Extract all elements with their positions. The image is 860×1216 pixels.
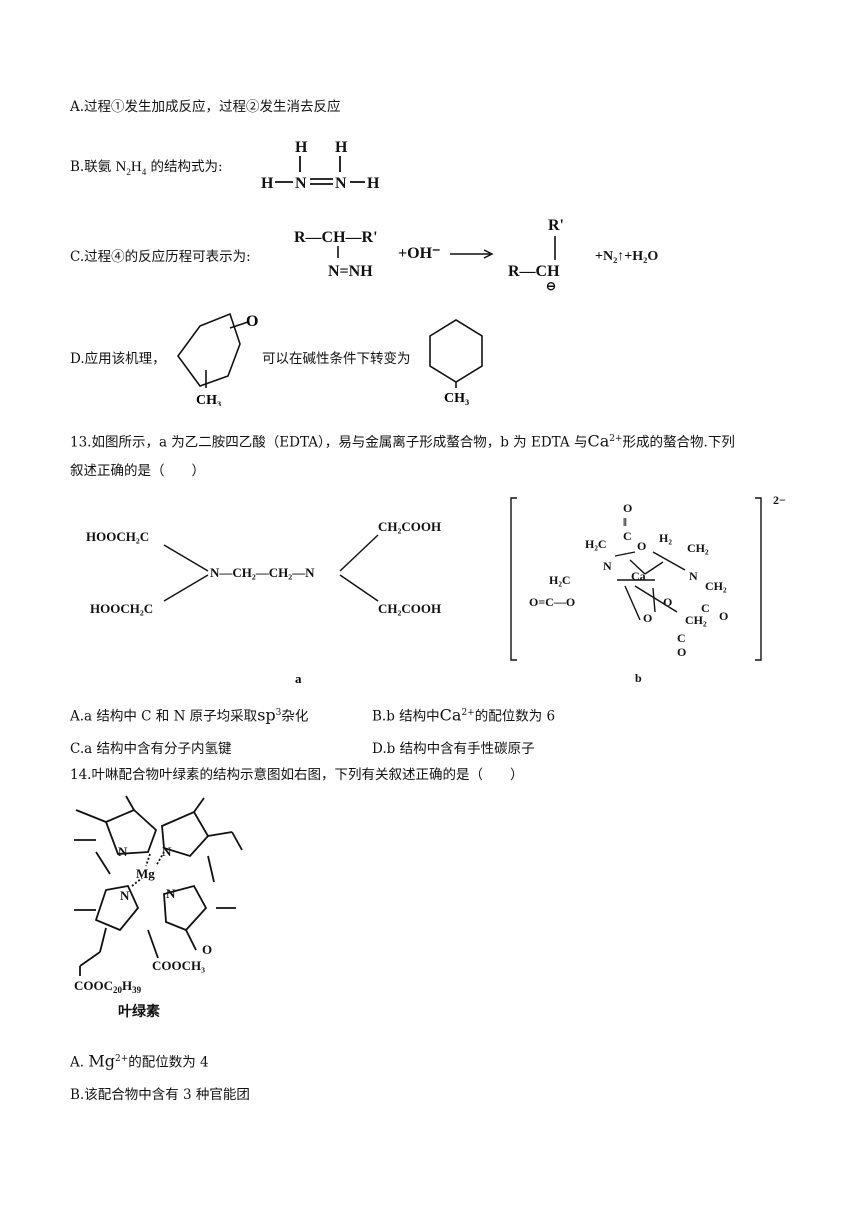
- svg-text:H: H: [295, 139, 308, 156]
- q12-option-d-middle: 可以在碱性条件下转变为: [262, 351, 411, 367]
- q12-option-c: C.过程④的反应历程可表示为:: [70, 249, 251, 265]
- svg-text:N: N: [689, 569, 698, 583]
- q13-option-c: C.a 结构中含有分子内氢键: [70, 741, 232, 757]
- svg-text:O: O: [663, 595, 672, 609]
- svg-text:CH₃: CH₃: [196, 393, 221, 406]
- svg-text:N: N: [118, 844, 128, 859]
- reaction-scheme: R—CH—R' N=NH +OH⁻ R' R—CH ⊖ +N₂↑+H₂O: [294, 217, 658, 292]
- svg-text:R': R': [548, 217, 564, 234]
- label-b: b: [635, 671, 642, 685]
- svg-text:CH₂: CH₂: [687, 541, 709, 555]
- svg-text:O: O: [637, 539, 646, 553]
- charge-label: 2−: [773, 493, 786, 507]
- svg-text:+N₂↑+H₂O: +N₂↑+H₂O: [595, 249, 658, 264]
- svg-text:O: O: [623, 501, 632, 515]
- svg-text:N: N: [166, 886, 176, 901]
- methylcyclohexanone-structure: O CH₃: [177, 312, 258, 406]
- svg-text:⊖: ⊖: [546, 279, 556, 292]
- svg-text:H₂C: H₂C: [549, 573, 571, 587]
- svg-text:CH₃: CH₃: [444, 391, 469, 405]
- arrow-icon: [483, 249, 494, 259]
- q13-stem-line1: 13.如图所示，a 为乙二胺四乙酸（EDTA），易与金属离子形成螯合物，b 为 …: [70, 431, 735, 451]
- chlorophyll-caption: 叶绿素: [118, 1003, 160, 1020]
- svg-text:H₂C: H₂C: [585, 537, 607, 551]
- q12-option-b: B.联氨 N2H4 的结构式为:: [70, 159, 223, 177]
- svg-text:CH₂: CH₂: [705, 579, 727, 593]
- svg-text:+OH⁻: +OH⁻: [398, 245, 440, 262]
- svg-text:CH₂COOH: CH₂COOH: [378, 601, 441, 616]
- q14-stem: 14.叶啉配合物叶绿素的结构示意图如右图，下列有关叙述正确的是（ ）: [70, 767, 524, 783]
- methylcyclohexane-structure: CH₃: [429, 319, 483, 405]
- svg-text:O: O: [719, 609, 728, 623]
- svg-text:C: C: [677, 631, 686, 645]
- svg-text:H₂: H₂: [659, 531, 672, 545]
- svg-text:HOOCH₂C: HOOCH₂C: [86, 529, 149, 544]
- svg-text:O=C—O: O=C—O: [529, 595, 575, 609]
- svg-text:CH₂COOH: CH₂COOH: [378, 519, 441, 534]
- svg-text:CH₂: CH₂: [685, 613, 707, 627]
- label-a: a: [295, 671, 302, 685]
- svg-text:C: C: [623, 529, 632, 543]
- q14-option-a: A. Mg2+的配位数为 4: [70, 1051, 209, 1071]
- q12-option-d: D.应用该机理，: [70, 351, 166, 367]
- svg-text:N: N: [120, 888, 130, 903]
- q12-option-a: A.过程①发生加成反应，过程②发生消去反应: [70, 99, 341, 115]
- svg-text:N—CH₂—CH₂—N: N—CH₂—CH₂—N: [210, 565, 315, 580]
- q13-option-a: A.a 结构中 C 和 N 原子均采取sp3杂化: [70, 705, 309, 725]
- svg-text:H: H: [261, 175, 274, 192]
- svg-text:R—CH: R—CH: [508, 263, 560, 280]
- svg-text:COOC20H39: COOC20H39: [74, 978, 142, 995]
- hydrazine-formula: N2H4: [115, 159, 147, 177]
- hydrazine-structure: H H H N N H: [261, 139, 380, 192]
- svg-text:HOOCH₂C: HOOCH₂C: [90, 601, 153, 616]
- svg-text:N: N: [335, 175, 347, 192]
- svg-text:R—CH—R': R—CH—R': [294, 229, 378, 246]
- svg-text:H: H: [335, 139, 348, 156]
- svg-text:N: N: [295, 175, 307, 192]
- chlorophyll-structure: N N Mg N N O COOCH₃ COOC20H39 叶绿素: [74, 795, 243, 1020]
- q14-option-b: B.该配合物中含有 3 种官能团: [70, 1087, 250, 1103]
- q13-option-d: D.b 结构中含有手性碳原子: [372, 741, 535, 757]
- q13-option-b: B.b 结构中Ca2+的配位数为 6: [372, 705, 556, 725]
- svg-text:Mg: Mg: [136, 866, 155, 881]
- svg-text:O: O: [677, 645, 686, 659]
- svg-text:O: O: [202, 942, 212, 957]
- svg-text:H: H: [367, 175, 380, 192]
- svg-text:Ca: Ca: [631, 569, 646, 583]
- svg-text:‖: ‖: [623, 515, 627, 529]
- svg-text:O: O: [643, 611, 652, 625]
- q13-stem-line2: 叙述正确的是（ ）: [70, 463, 205, 479]
- svg-text:COOCH₃: COOCH₃: [152, 958, 205, 973]
- svg-text:N: N: [162, 844, 172, 859]
- edta-structure: HOOCH₂C HOOCH₂C CH₂COOH CH₂COOH N—CH₂—CH…: [86, 519, 441, 685]
- svg-text:N: N: [603, 559, 612, 573]
- svg-text:C: C: [701, 601, 710, 615]
- svg-text:O: O: [246, 313, 258, 330]
- svg-text:N=NH: N=NH: [328, 263, 373, 280]
